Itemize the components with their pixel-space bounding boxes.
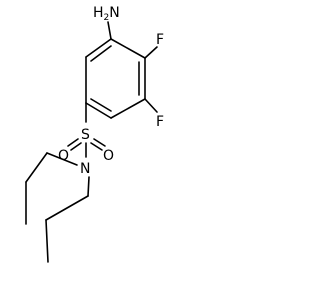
ring-bond-6-inner bbox=[90, 45, 112, 62]
fluorine-bottom-label: F bbox=[156, 114, 164, 130]
propyl-left-bond-2 bbox=[25, 152, 48, 183]
nitrogen-label: N bbox=[80, 161, 90, 177]
amino-hydrogen-count: 2 bbox=[104, 13, 110, 23]
ring-bond-3 bbox=[110, 98, 146, 119]
bond-s-o-left-b bbox=[70, 142, 82, 151]
propyl-right-bond-3 bbox=[45, 219, 49, 263]
propyl-right-bond-1 bbox=[87, 176, 90, 197]
ring-bond-1 bbox=[110, 38, 146, 59]
bond-ring-to-f-top bbox=[144, 46, 158, 59]
propyl-left-bond-1 bbox=[46, 152, 78, 166]
propyl-chain-right bbox=[45, 176, 90, 263]
amino-element-symbol: N bbox=[109, 5, 119, 21]
oxygen-right-label: O bbox=[103, 148, 114, 164]
bond-s-o-left-a bbox=[67, 138, 79, 147]
bond-ring-to-f-bottom bbox=[144, 98, 158, 113]
structure-drawing: H2N F F S O O N bbox=[25, 5, 164, 263]
molecule-canvas: H2N F F S O O N bbox=[25, 5, 164, 263]
oxygen-left-label: O bbox=[58, 148, 69, 164]
ring-bond-4 bbox=[85, 102, 112, 119]
bond-s-o-right-b bbox=[90, 142, 103, 151]
amino-nitrogen-symbol: H bbox=[93, 5, 104, 21]
sulfur-label: S bbox=[81, 127, 90, 143]
bond-ring-to-amino bbox=[107, 21, 112, 40]
fluorine-top-label: F bbox=[156, 32, 164, 48]
bond-s-o-right-a bbox=[93, 138, 106, 147]
propyl-right-bond-2 bbox=[45, 195, 89, 221]
benzene-ring bbox=[85, 38, 146, 119]
ring-bond-4-inner bbox=[90, 98, 112, 112]
propyl-chain-left bbox=[25, 152, 78, 225]
ring-bond-6 bbox=[85, 38, 112, 58]
amino-group-label: H2N bbox=[93, 5, 120, 23]
